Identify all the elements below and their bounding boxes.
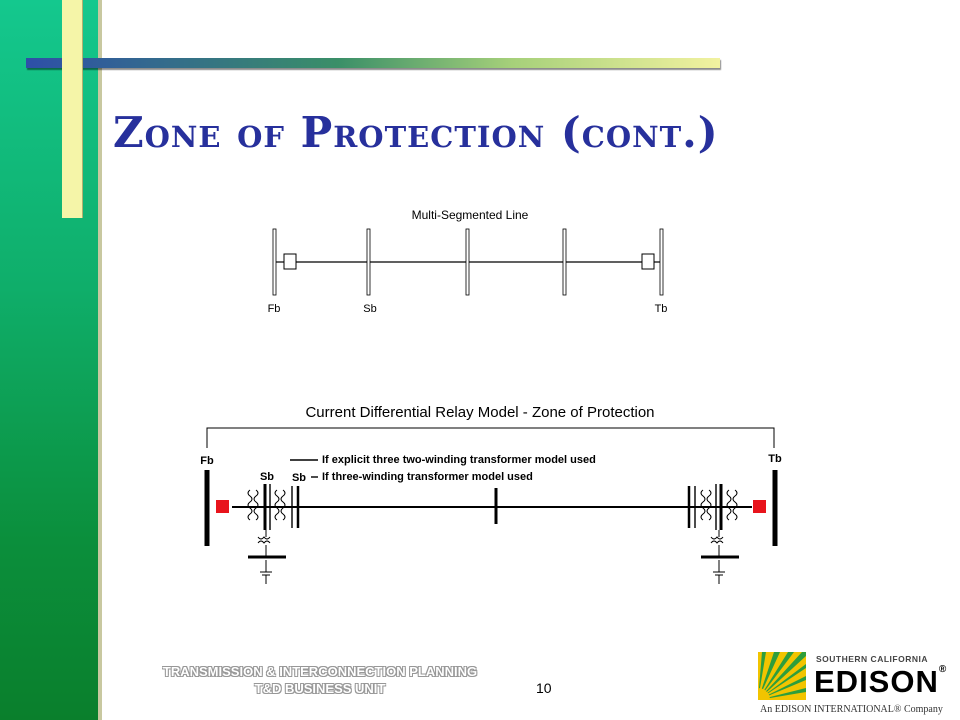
edison-logo: SOUTHERN CALIFORNIA EDISON® An EDISON IN…	[758, 652, 946, 715]
bus-3	[465, 228, 470, 296]
bus-2	[366, 228, 371, 296]
logo-registered: ®	[938, 664, 948, 675]
footer-business-unit: T&D BUSINESS UNIT	[254, 681, 386, 696]
label-fb: Fb	[200, 455, 214, 467]
relay-zone-title: Current Differential Relay Model - Zone …	[305, 404, 654, 421]
bus-fb	[272, 228, 277, 296]
footer-department: TRANSMISSION & INTERCONNECTION PLANNING	[162, 664, 478, 679]
note-three-winding: If three-winding transformer model used	[322, 471, 533, 483]
label-sb-upper: Sb	[260, 471, 274, 483]
slide-title: Zone of Protection (cont.)	[113, 108, 719, 157]
logo-name: EDISON	[814, 664, 939, 699]
transformer-group-right	[687, 484, 752, 584]
relay-right	[753, 500, 766, 513]
label-sb-lower: Sb	[292, 472, 306, 484]
sidebar-edge	[98, 0, 102, 720]
transformer-group-left	[235, 484, 300, 584]
bus-4	[562, 228, 567, 296]
label-fb-top: Fb	[268, 303, 281, 315]
sunburst-logo-icon	[758, 652, 806, 700]
label-tb: Tb	[768, 453, 782, 465]
vertical-accent-bar	[62, 0, 83, 218]
breaker-left	[283, 253, 297, 270]
note-explicit: If explicit three two-winding transforme…	[322, 454, 596, 466]
relay-zone-diagram: Current Differential Relay Model - Zone …	[200, 404, 782, 584]
logo-wordmark: EDISON®	[814, 664, 947, 700]
header-accent-bar	[26, 58, 720, 68]
label-tb-top: Tb	[655, 303, 668, 315]
bus-tb	[659, 228, 664, 296]
zone-bracket	[206, 427, 775, 448]
relay-left	[216, 500, 229, 513]
page-number: 10	[536, 680, 552, 696]
logo-subtitle: SOUTHERN CALIFORNIA	[816, 654, 928, 664]
breaker-right	[641, 253, 655, 270]
multi-segment-diagram: Multi-Segmented Line Fb Sb Tb	[268, 208, 668, 315]
label-sb-top: Sb	[363, 303, 376, 315]
multi-segment-title: Multi-Segmented Line	[412, 208, 529, 222]
logo-tagline: An EDISON INTERNATIONAL® Company	[760, 704, 943, 715]
